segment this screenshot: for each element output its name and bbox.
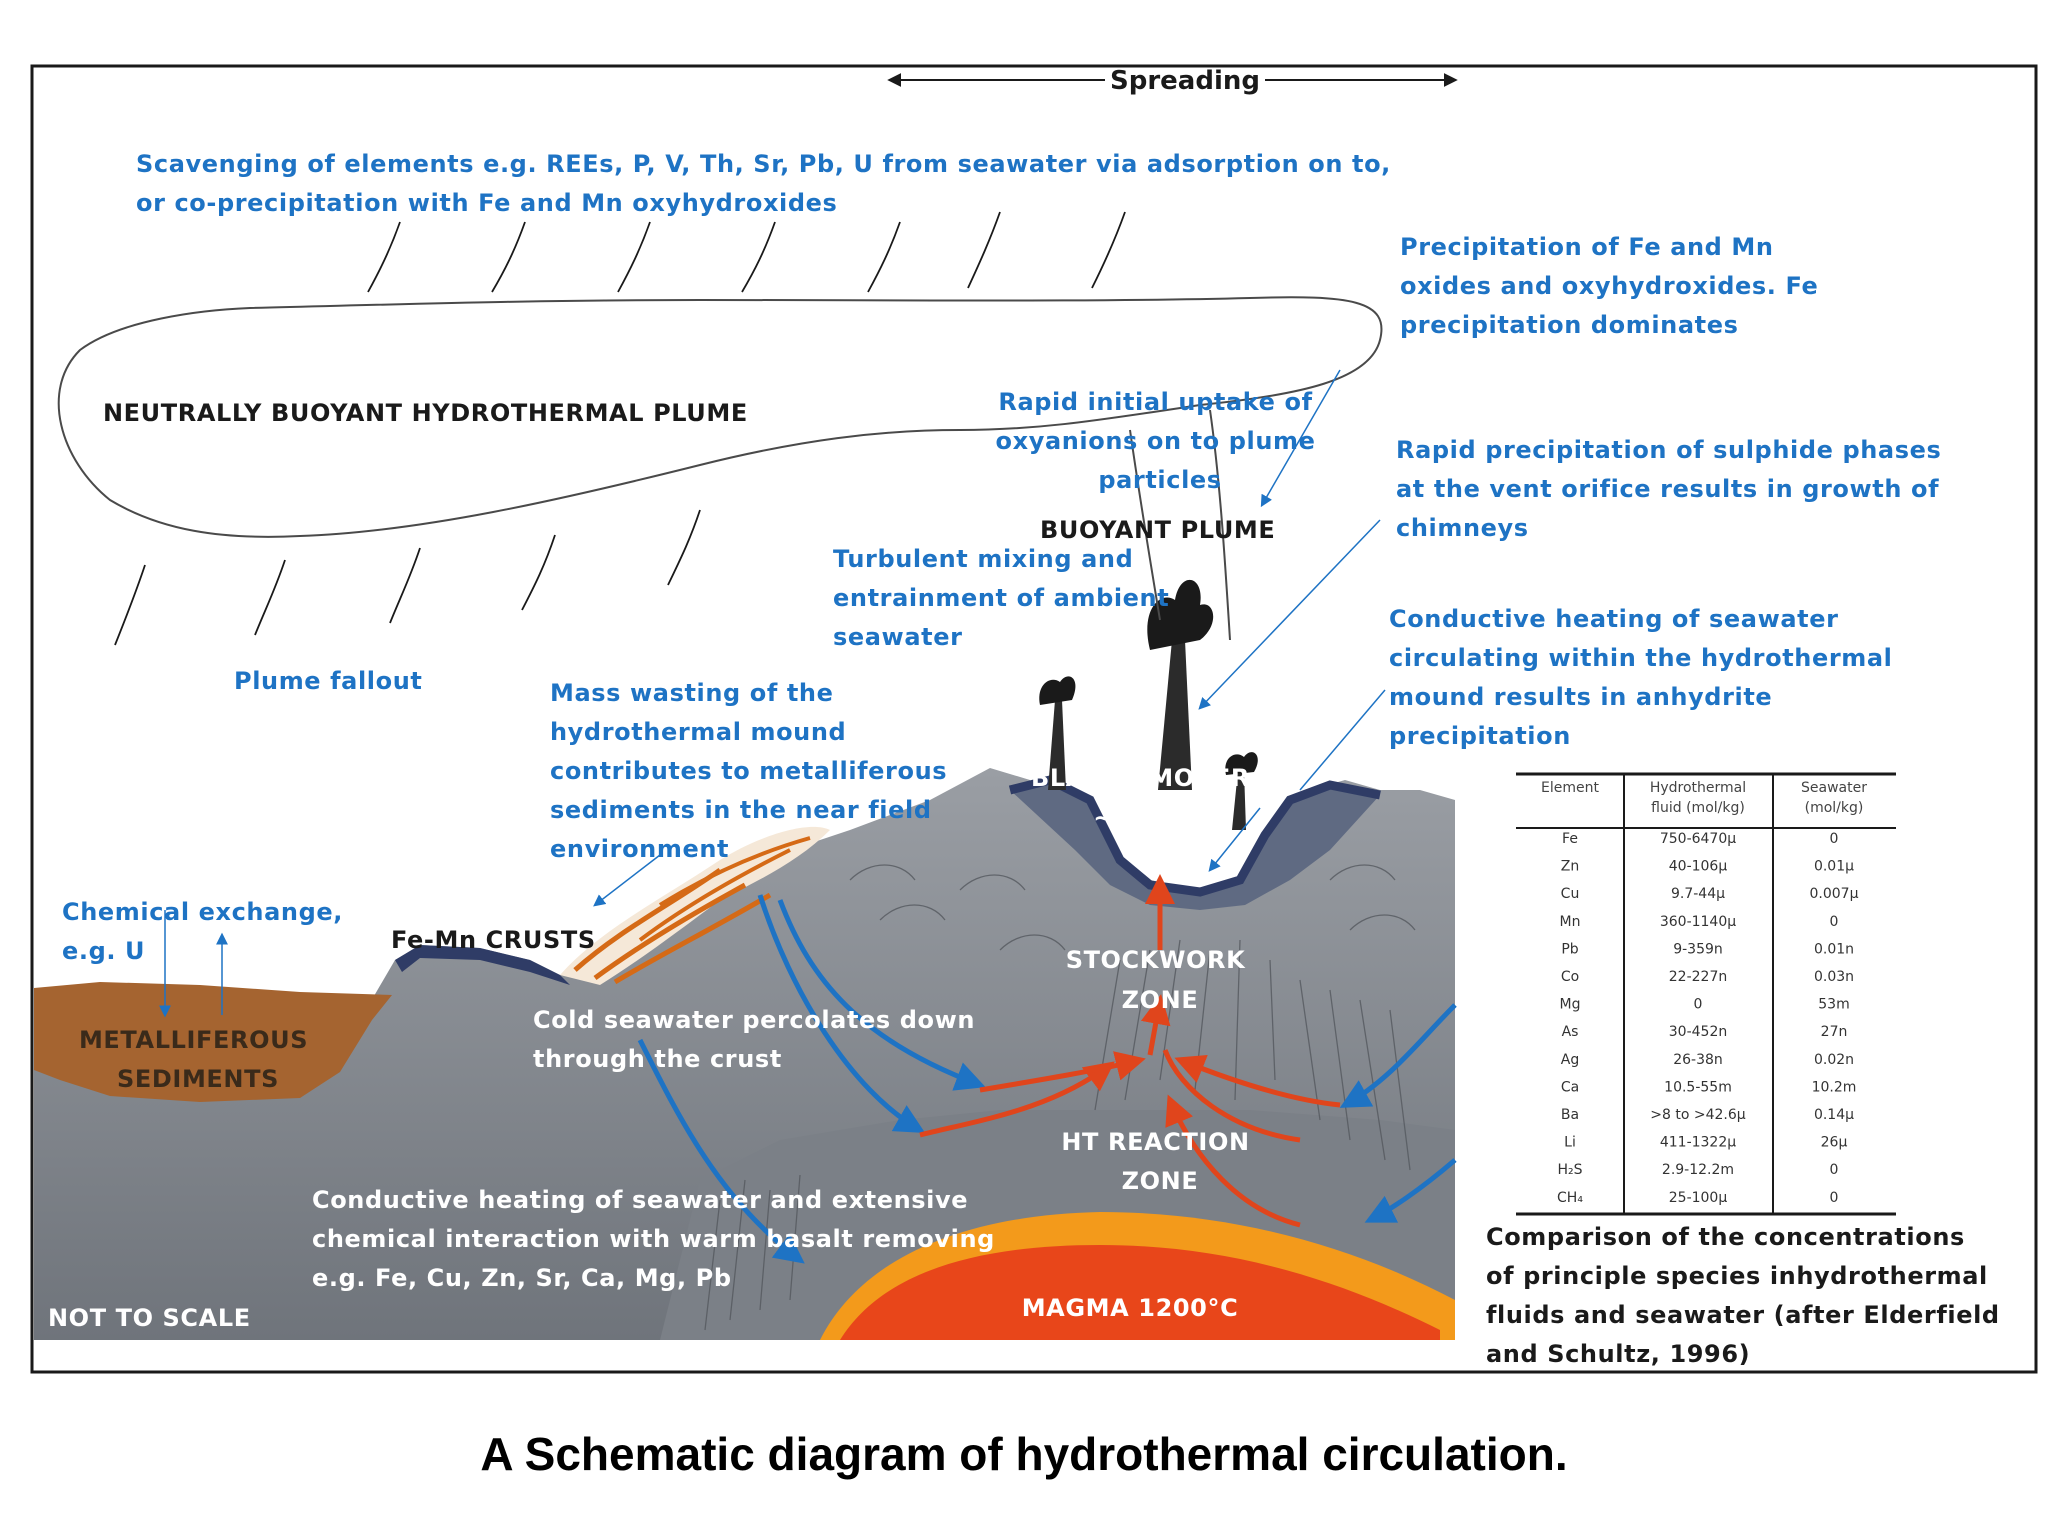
table-cell: Ca bbox=[1561, 1079, 1579, 1095]
table-cell: 0 bbox=[1830, 914, 1839, 930]
table-cell: 0.14µ bbox=[1814, 1107, 1854, 1123]
table-header-seawater: Seawater bbox=[1801, 780, 1867, 796]
table-cell: Fe bbox=[1562, 831, 1578, 847]
table-cell: 0.01n bbox=[1814, 941, 1854, 957]
table-cell: CH₄ bbox=[1557, 1190, 1583, 1206]
cold-seawater-annotation: Cold seawater percolates down through th… bbox=[533, 1006, 984, 1073]
not-to-scale-label: NOT TO SCALE bbox=[48, 1304, 251, 1332]
conductive-mound-annotation: Conductive heating of seawater circulati… bbox=[1389, 605, 1901, 750]
table-cell: >8 to >42.6µ bbox=[1650, 1107, 1745, 1123]
table-cell: 0 bbox=[1694, 997, 1703, 1013]
table-cell: Pb bbox=[1561, 941, 1578, 957]
table-cell: Ba bbox=[1561, 1107, 1579, 1123]
table-header-hydrothermal-unit: fluid (mol/kg) bbox=[1651, 800, 1745, 816]
table-cell: 10.2m bbox=[1812, 1079, 1857, 1095]
table-cell: Mg bbox=[1560, 997, 1581, 1013]
turbulent-mixing-annotation: Turbulent mixing and entrainment of ambi… bbox=[833, 545, 1178, 651]
mound-rim bbox=[1008, 775, 1381, 897]
table-cell: 26µ bbox=[1821, 1135, 1848, 1151]
magma-core bbox=[840, 1245, 1440, 1340]
table-cell: Ag bbox=[1561, 1052, 1579, 1068]
table-cell: 2.9-12.2m bbox=[1662, 1162, 1734, 1178]
table-cell: 0.01µ bbox=[1814, 859, 1854, 875]
table-header-element: Element bbox=[1541, 780, 1599, 796]
stockwork-zone-label: STOCKWORK ZONE bbox=[1066, 946, 1255, 1014]
sulphide-annotation: Rapid precipitation of sulphide phases a… bbox=[1396, 436, 1950, 542]
table-cell: 10.5-55m bbox=[1664, 1079, 1732, 1095]
callout-arrows bbox=[159, 369, 1386, 1018]
table-cell: 0 bbox=[1830, 1162, 1839, 1178]
table-cell: 750-6470µ bbox=[1660, 831, 1736, 847]
table-cell: 25-100µ bbox=[1669, 1190, 1728, 1206]
table-cell: 0.007µ bbox=[1810, 886, 1859, 902]
figure-caption: A Schematic diagram of hydrothermal circ… bbox=[480, 1428, 1567, 1480]
concentration-table: Element Hydrothermal fluid (mol/kg) Seaw… bbox=[1516, 772, 1896, 1216]
table-cell: 26-38n bbox=[1673, 1052, 1723, 1068]
table-cell: As bbox=[1562, 1024, 1579, 1040]
table-cell: Li bbox=[1564, 1135, 1576, 1151]
seawater-circulation-arrows bbox=[637, 894, 1457, 1264]
table-cell: 40-106µ bbox=[1669, 859, 1728, 875]
black-smoker-chimneys bbox=[1039, 579, 1258, 830]
table-cell: 9-359n bbox=[1673, 941, 1723, 957]
ht-reaction-zone-label: HT REACTION ZONE bbox=[1061, 1128, 1258, 1195]
neutrally-buoyant-plume-label: NEUTRALLY BUOYANT HYDROTHERMAL PLUME bbox=[103, 399, 748, 427]
metalliferous-sediments-layer bbox=[34, 982, 392, 1102]
table-cell: 22-227n bbox=[1669, 969, 1727, 985]
chemical-exchange-annotation: Chemical exchange, e.g. U bbox=[62, 898, 352, 965]
fe-mn-crusts-label: Fe-Mn CRUSTS bbox=[391, 926, 596, 954]
table-cell: 30-452n bbox=[1669, 1024, 1727, 1040]
table-cell: Co bbox=[1561, 969, 1579, 985]
hydrothermal-mound bbox=[1010, 780, 1380, 910]
spreading-arrow: Spreading bbox=[887, 66, 1458, 96]
table-cell: 53m bbox=[1818, 997, 1849, 1013]
table-cell: 0.03n bbox=[1814, 969, 1854, 985]
table-cell: Mn bbox=[1560, 914, 1581, 930]
scavenging-lines bbox=[367, 211, 1126, 293]
comparison-caption: Comparison of the concentrations of prin… bbox=[1486, 1223, 2009, 1368]
conductive-basalt-annotation: Conductive heating of seawater and exten… bbox=[312, 1186, 1004, 1292]
table-cell: 9.7-44µ bbox=[1671, 886, 1725, 902]
magma-label: MAGMA 1200°C bbox=[1022, 1294, 1239, 1322]
table-cell: Cu bbox=[1561, 886, 1580, 902]
buoyant-plume-stem bbox=[1129, 409, 1231, 641]
fe-mn-crust-dark bbox=[395, 945, 570, 985]
black-smoker-label: BLACK SMOKER ~350°C bbox=[1031, 764, 1259, 832]
buoyant-plume-label: BUOYANT PLUME bbox=[1040, 516, 1275, 544]
mass-wasting-flows bbox=[560, 826, 830, 985]
spreading-label: Spreading bbox=[1110, 66, 1260, 96]
plume-fallout-lines bbox=[114, 509, 701, 646]
scavenging-annotation: Scavenging of elements e.g. REEs, P, V, … bbox=[136, 150, 1400, 217]
table-cell: 411-1322µ bbox=[1660, 1135, 1736, 1151]
table-cell: 0 bbox=[1830, 831, 1839, 847]
table-header-seawater-unit: (mol/kg) bbox=[1805, 800, 1864, 816]
precipitation-fe-mn-annotation: Precipitation of Fe and Mn oxides and ox… bbox=[1400, 233, 1827, 339]
hot-fluid-arrows bbox=[919, 874, 1341, 1228]
neutrally-buoyant-plume bbox=[57, 296, 1383, 538]
mass-wasting-annotation: Mass wasting of the hydrothermal mound c… bbox=[550, 679, 956, 863]
table-cell: 0.02n bbox=[1814, 1052, 1854, 1068]
metalliferous-sediments-label: METALLIFEROUS SEDIMENTS bbox=[79, 1026, 317, 1093]
table-header-hydrothermal: Hydrothermal bbox=[1650, 780, 1746, 796]
table-cell: 27n bbox=[1821, 1024, 1848, 1040]
plume-fallout-label: Plume fallout bbox=[234, 667, 422, 695]
table-cell: 360-1140µ bbox=[1660, 914, 1736, 930]
rapid-uptake-annotation: Rapid initial uptake of oxyanions on to … bbox=[996, 388, 1325, 494]
table-cell: H₂S bbox=[1557, 1162, 1582, 1178]
table-cell: Zn bbox=[1561, 859, 1579, 875]
table-cell: 0 bbox=[1830, 1190, 1839, 1206]
